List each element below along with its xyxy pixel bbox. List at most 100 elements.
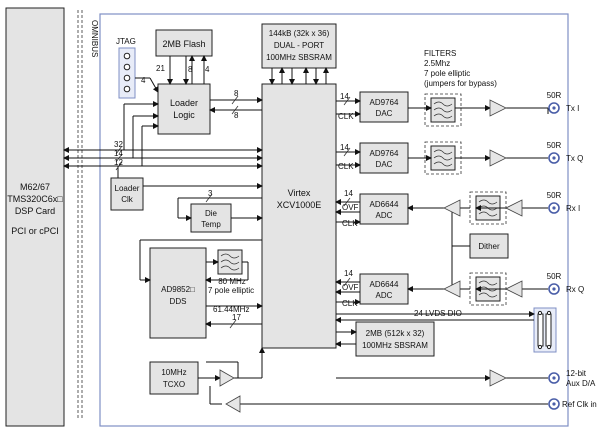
loader-clk-line2: Clk	[121, 195, 134, 204]
ovf-label: OVF	[342, 283, 359, 292]
adc2-line1: AD6644	[370, 280, 399, 289]
aux-line1: 12-bit	[566, 369, 587, 378]
flash-block: 2MB Flash	[155, 29, 213, 57]
dsp-card-line1: M62/67	[20, 182, 50, 192]
connector-ref: Ref Clk in	[548, 398, 597, 410]
virtex-line1: Virtex	[288, 188, 311, 198]
jtag-label: JTAG	[116, 37, 136, 46]
jtag-header: JTAG	[116, 37, 136, 99]
dsp-card: M62/67 TMS320C6x□ DSP Card PCI or cPCI	[5, 7, 65, 427]
filter-icon	[433, 101, 453, 119]
tx-i-ohm: 50R	[547, 91, 562, 100]
bus-width-label: 8	[188, 65, 193, 74]
bus-width-label: 3	[208, 189, 213, 198]
clk-label: CLK	[342, 299, 358, 308]
dac2-line1: AD9764	[370, 149, 399, 158]
ovf-label: OVF	[342, 203, 359, 212]
dds-filter-line1: 80 MHz	[218, 277, 246, 286]
dither-block: Dither	[469, 233, 509, 259]
adc1-line1: AD6644	[370, 200, 399, 209]
rx-q-name: Rx Q	[566, 285, 584, 294]
dsp-card-line3: DSP Card	[15, 206, 55, 216]
bus-width-label: 17	[232, 313, 241, 322]
dds-line1: AD9852□	[161, 285, 195, 294]
ref-buffer-icon	[225, 395, 241, 413]
bus-width-label: 4	[205, 65, 210, 74]
bus-width-label: 14	[344, 269, 353, 278]
rx-q-buffer-icon	[443, 280, 461, 298]
sbsram-line2: 100MHz SBSRAM	[362, 341, 428, 350]
wires	[63, 55, 548, 407]
jtag-pin-icon	[123, 63, 131, 71]
tcxo-line1: 10MHz	[161, 368, 186, 377]
bus-width-label: 14	[340, 143, 349, 152]
bus-width-label: 32	[114, 140, 123, 149]
dds-block: AD9852□ DDS	[149, 247, 207, 339]
tcxo-block: 10MHz TCXO	[149, 361, 199, 395]
adc1-line2: ADC	[376, 211, 393, 220]
filters-line2: 2.5Mhz	[424, 59, 450, 68]
bus-width-label: 12	[114, 158, 123, 167]
tx-q-filter	[424, 141, 462, 175]
dpram-line1: 144kB (32k x 36)	[269, 29, 330, 38]
lvds-header	[533, 307, 557, 353]
aux-line2: Aux D/A	[566, 379, 596, 388]
dpram-line2: DUAL - PORT	[274, 41, 324, 50]
dac2-block: AD9764 DAC	[359, 142, 409, 174]
tx-q-amplifier-icon	[489, 149, 507, 167]
rx-i-buffer-icon	[443, 199, 461, 217]
loader-clk-block: Loader Clk	[110, 177, 144, 211]
connector-tx-q: 50R Tx Q	[547, 141, 583, 164]
bus-width-label: 14	[340, 92, 349, 101]
tcxo-buffer-icon	[219, 369, 235, 387]
rx-i-ohm: 50R	[547, 191, 562, 200]
virtex-fpga-block: Virtex XCV1000E	[261, 83, 337, 349]
tx-i-name: Tx I	[566, 104, 579, 113]
dither-label: Dither	[478, 242, 500, 251]
dac1-line2: DAC	[376, 109, 393, 118]
jtag-pin-icon	[123, 52, 131, 60]
adc2-line2: ADC	[376, 291, 393, 300]
clk-label: CLK	[342, 219, 358, 228]
tx-i-amplifier-icon	[489, 99, 507, 117]
clk-label: CLK	[338, 112, 354, 121]
bus-slash-marks	[115, 95, 351, 329]
die-temp-line2: Temp	[201, 220, 221, 229]
filter-icon	[433, 149, 453, 167]
aux-amplifier-icon	[489, 369, 507, 387]
amplifiers	[219, 99, 523, 413]
lvds-pin-icon	[546, 344, 552, 350]
tx-q-name: Tx Q	[566, 154, 583, 163]
sbsram-block: 2MB (512k x 32) 100MHz SBSRAM	[355, 321, 435, 357]
dpram-line3: 100MHz SBSRAM	[266, 53, 332, 62]
loader-logic-block: Loader Logic	[157, 83, 211, 135]
omnibus-connector: OMNIBUS	[77, 10, 99, 420]
lvds-pin-icon	[537, 344, 543, 350]
lvds-pin-icon	[546, 310, 552, 316]
bus-width-label: 21	[156, 64, 165, 73]
lvds-pin-icon	[537, 310, 543, 316]
bus-width-label: 14	[344, 189, 353, 198]
bus-width-label: 14	[114, 149, 123, 158]
sbsram-line1: 2MB (512k x 32)	[366, 329, 425, 338]
dds-filter-line2: 7 pole elliptic	[208, 286, 254, 295]
virtex-line2: XCV1000E	[277, 200, 322, 210]
filters-line1: FILTERS	[424, 49, 456, 58]
connector-rx-i: 50R Rx I	[547, 191, 580, 214]
dsp-card-line4: PCI or cPCI	[11, 226, 59, 236]
rx-q-ohm: 50R	[547, 272, 562, 281]
ref-name: Ref Clk in	[562, 400, 597, 409]
tx-i-filter	[424, 93, 462, 127]
dac1-block: AD9764 DAC	[359, 91, 409, 123]
flash-label: 2MB Flash	[162, 39, 205, 49]
die-temp-block: Die Temp	[190, 203, 232, 233]
jtag-pin-icon	[123, 74, 131, 82]
filter-icon	[220, 253, 240, 271]
dds-filter: 80 MHz 7 pole elliptic	[208, 249, 254, 295]
tx-q-ohm: 50R	[547, 141, 562, 150]
adc2-block: AD6644 ADC	[359, 273, 409, 305]
rx-i-name: Rx I	[566, 204, 580, 213]
dsp-card-line2: TMS320C6x□	[7, 194, 63, 204]
dual-port-ram-block: 144kB (32k x 36) DUAL - PORT 100MHz SBSR…	[261, 23, 337, 69]
